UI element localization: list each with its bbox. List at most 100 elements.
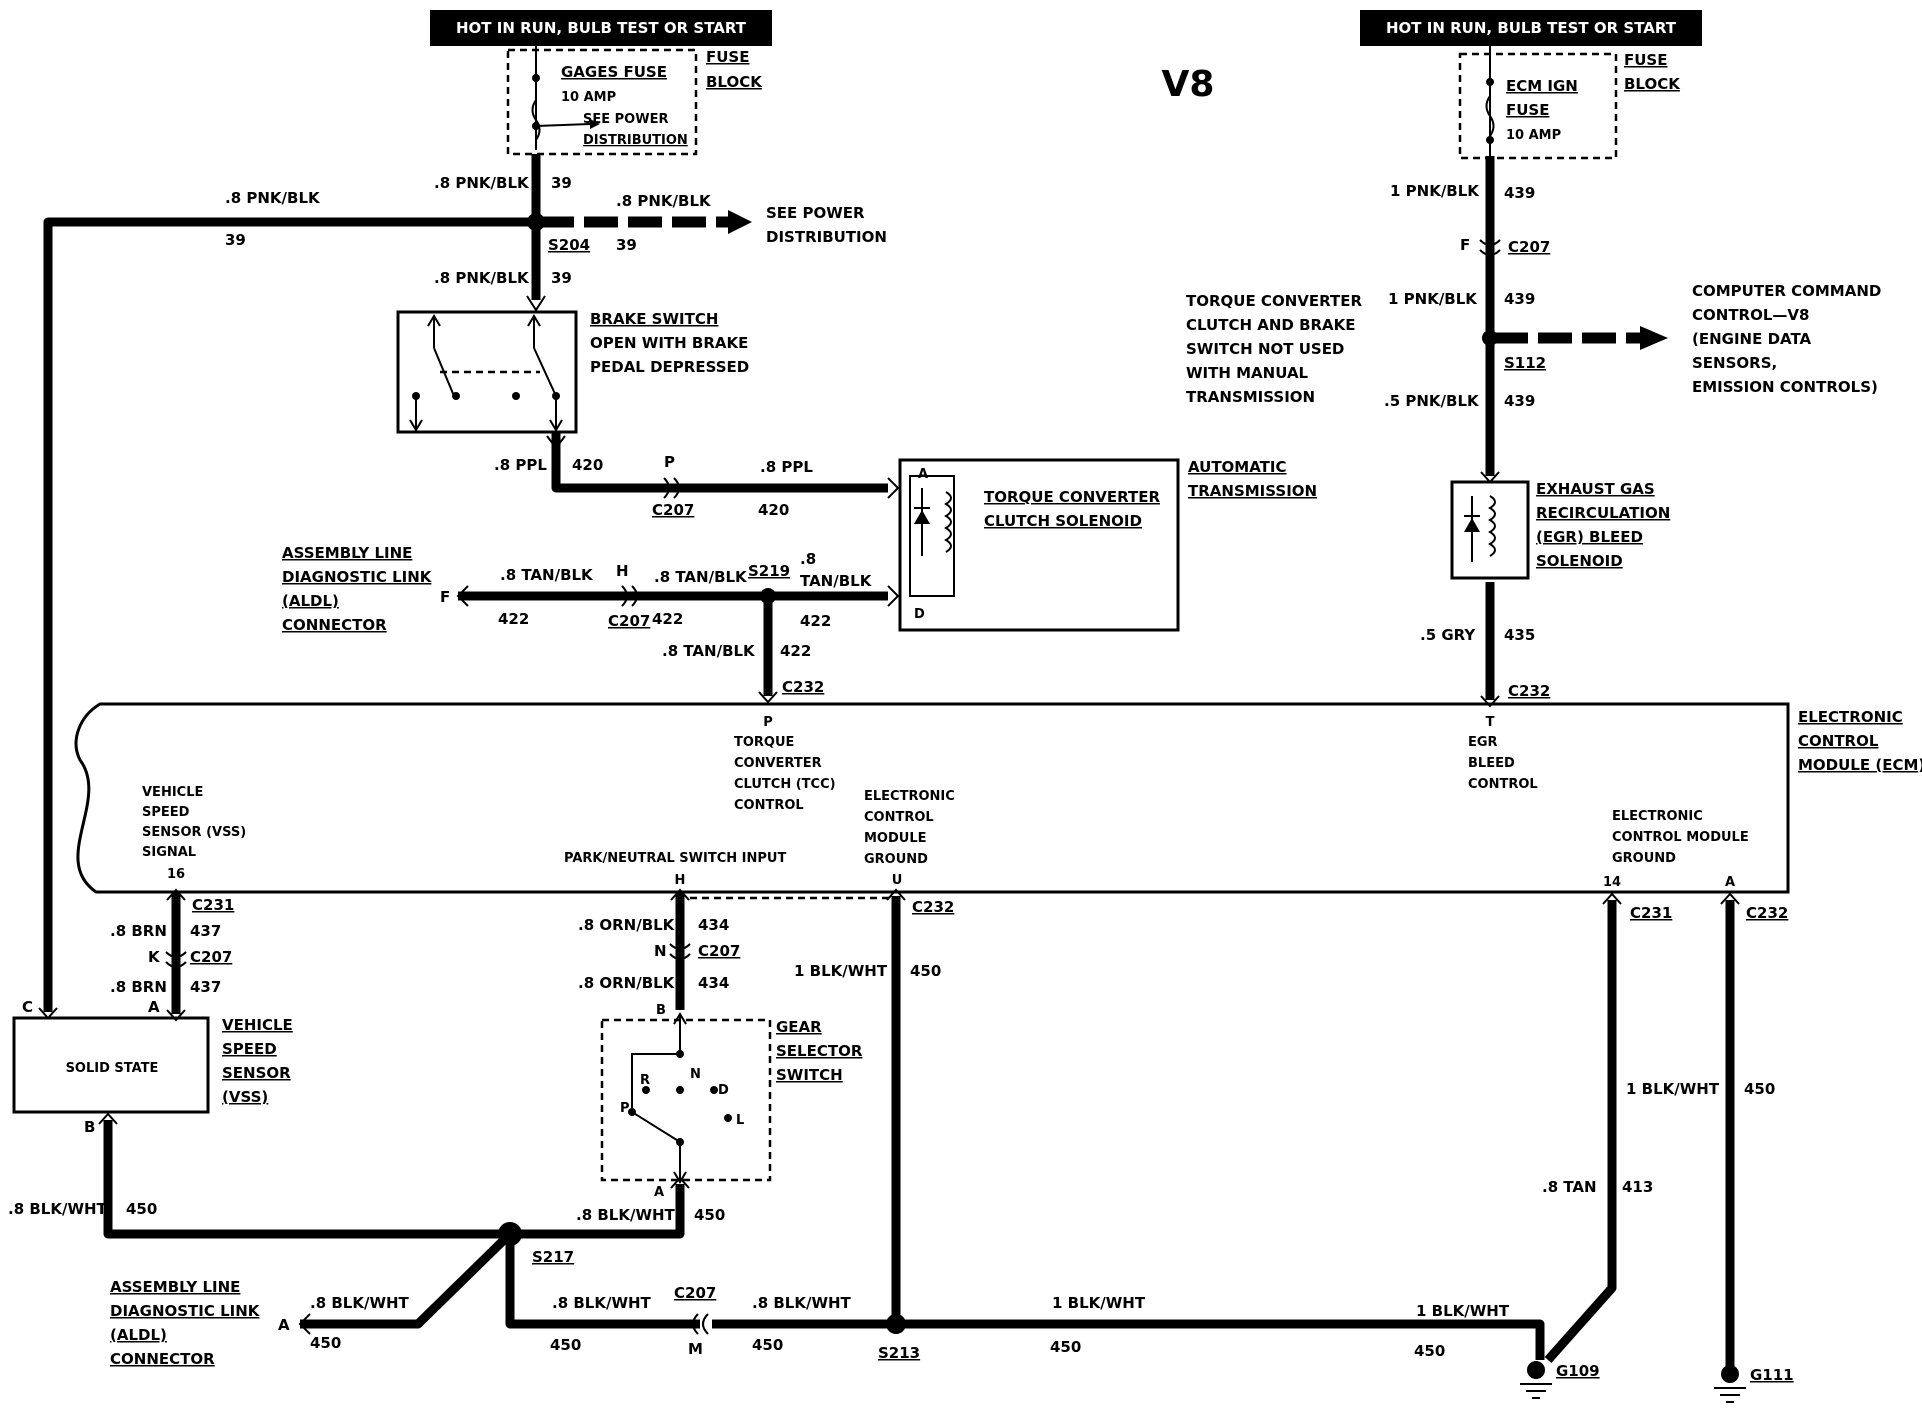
gages-fuse-block2: BLOCK [706, 73, 763, 91]
aldl-top: ASSEMBLY LINE DIAGNOSTIC LINK (ALDL) CON… [282, 544, 450, 634]
ecm-module: ELECTRONIC CONTROL MODULE (ECM) P TORQUE… [74, 702, 1922, 894]
ecm-ign-fuse: ECM IGN FUSE 10 AMP FUSE BLOCK [1458, 46, 1681, 160]
splice-s204 [527, 213, 545, 231]
gear-selector-switch: R N D P L B A GEAR SELECTOR SWITCH [600, 1003, 863, 1200]
w450-aldl-label: .8 BLK/WHT [310, 1294, 410, 1312]
w450-circuit-g109: 450 [1414, 1342, 1445, 1360]
w39-left-circuit: 39 [225, 231, 246, 249]
w450-circuit-s217: 450 [550, 1336, 581, 1354]
w420-circuit-b: 420 [758, 501, 789, 519]
c207-pin-h: H [616, 562, 629, 580]
note-l4: WITH MANUAL [1186, 364, 1309, 382]
ccc-l4: SENSORS, [1692, 354, 1777, 372]
w422-circuit-a: 422 [498, 610, 529, 628]
c207-pin-k: K [148, 948, 161, 966]
w450-circuit-s213: 450 [1050, 1338, 1081, 1356]
w422d-label: .8 TAN/BLK [662, 642, 756, 660]
note-l3: SWITCH NOT USED [1186, 340, 1344, 358]
vss-pin-b: B [84, 1118, 95, 1136]
ground-g111: G111 [1714, 1365, 1794, 1403]
splice-s204-label: S204 [548, 236, 590, 254]
gear-r: R [640, 1073, 650, 1088]
ecm-egr-l1: EGR [1468, 735, 1498, 750]
gages-fuse: GAGES FUSE 10 AMP SEE POWER DISTRIBUTION… [506, 46, 763, 156]
see-power-2: DISTRIBUTION [766, 228, 887, 246]
ecm-l2: CONTROL [1798, 732, 1879, 750]
w450-u-label: 1 BLK/WHT [794, 962, 888, 980]
vss-l4: (VSS) [222, 1088, 268, 1106]
power-banner-left-text: HOT IN RUN, BULB TEST OR START [456, 19, 747, 37]
vss-pin-c: C [22, 998, 33, 1016]
aldl-top-l1: ASSEMBLY LINE [282, 544, 412, 562]
w39-down-circuit: 39 [551, 269, 572, 287]
w422-circuit-b: 422 [652, 610, 683, 628]
splice-s217-label: S217 [532, 1248, 574, 1266]
ecm-ign-fuse-block2: BLOCK [1624, 75, 1681, 93]
w439a-label: 1 PNK/BLK [1390, 182, 1480, 200]
ecm-ign-fuse-name1: ECM IGN [1506, 77, 1578, 95]
tcc-solenoid: A D TORQUE CONVERTER CLUTCH SOLENOID AUT… [898, 458, 1317, 632]
c207-label-3: C207 [1508, 238, 1550, 256]
c231-label-ecm: C231 [1630, 904, 1672, 922]
ecm-l3: MODULE (ECM) [1798, 756, 1922, 774]
vss-l1: VEHICLE [222, 1016, 293, 1034]
c207-pin-m: M [688, 1340, 703, 1358]
gear-l1: GEAR [776, 1018, 822, 1036]
w450-circuit-14: 450 [1744, 1080, 1775, 1098]
wire-450-ground-bus [712, 1319, 1545, 1360]
c207-label-6: C207 [674, 1284, 716, 1302]
aldl-bottom-l1: ASSEMBLY LINE [110, 1278, 240, 1296]
gear-pin-a: A [654, 1185, 664, 1200]
brake-switch: BRAKE SWITCH OPEN WITH BRAKE PEDAL DEPRE… [396, 310, 749, 434]
gages-fuse-name: GAGES FUSE [561, 63, 667, 81]
w39-down-label: .8 PNK/BLK [434, 269, 530, 287]
wire-450-s217 [505, 1234, 700, 1329]
w450-vss-label: .8 BLK/WHT [8, 1200, 108, 1218]
w39-up-label: .8 PNK/BLK [434, 174, 530, 192]
splice-s219-label: S219 [748, 562, 790, 580]
egr-l3: (EGR) BLEED [1536, 528, 1643, 546]
ccc-l1: COMPUTER COMMAND [1692, 282, 1881, 300]
wire-450-vss [103, 1120, 510, 1239]
w450-circuit-u: 450 [910, 962, 941, 980]
ecm-pin-pn: H [675, 873, 686, 888]
wire-413 [1544, 900, 1617, 1363]
ecm-tcc-l2: CONVERTER [734, 756, 822, 771]
w439-circuit-c: 439 [1504, 392, 1535, 410]
w420a-label: .8 PPL [494, 456, 547, 474]
ecm-pin-egr: T [1486, 715, 1495, 730]
ecm-vss-l4: SIGNAL [142, 845, 196, 860]
w434b-label: .8 ORN/BLK [578, 974, 676, 992]
wire-450-aldl [300, 1230, 514, 1329]
see-power-1: SEE POWER [766, 204, 865, 222]
w413-circuit: 413 [1622, 1178, 1653, 1196]
ecm-gnd-u-l1: ELECTRONIC [864, 789, 955, 804]
ecm-gnd14-l3: GROUND [1612, 851, 1676, 866]
vss-body: SOLID STATE [66, 1061, 159, 1076]
ecm-pn-label: PARK/NEUTRAL SWITCH INPUT [564, 851, 786, 866]
gear-l: L [736, 1113, 744, 1128]
w450-s217-label: .8 BLK/WHT [552, 1294, 652, 1312]
gages-fuse-note2: DISTRIBUTION [583, 133, 688, 148]
w439c-label: .5 PNK/BLK [1384, 392, 1480, 410]
vss-pin-a: A [148, 998, 160, 1016]
aldl-top-l4: CONNECTOR [282, 616, 387, 634]
gear-d: D [718, 1083, 729, 1098]
tcc-l1: TORQUE CONVERTER [984, 488, 1160, 506]
splice-s213-label: S213 [878, 1344, 920, 1362]
gages-fuse-rating: 10 AMP [561, 90, 616, 105]
w450-circuit-gear: 450 [694, 1206, 725, 1224]
w437-circuit-b: 437 [190, 978, 221, 996]
gages-fuse-note1: SEE POWER [583, 112, 668, 127]
ecm-tcc-l3: CLUTCH (TCC) [734, 777, 836, 792]
ecm-pin-gnd-u: U [892, 873, 903, 888]
gear-l2: SELECTOR [776, 1042, 863, 1060]
torque-converter-note: TORQUE CONVERTER CLUTCH AND BRAKE SWITCH… [1186, 292, 1362, 406]
w437a-label: .8 BRN [110, 922, 167, 940]
brake-switch-l3: PEDAL DEPRESSED [590, 358, 749, 376]
w39-right-label: .8 PNK/BLK [616, 192, 712, 210]
c207-label-5: C207 [698, 942, 740, 960]
egr-l2: RECIRCULATION [1536, 504, 1670, 522]
c207-label-1: C207 [652, 501, 694, 519]
